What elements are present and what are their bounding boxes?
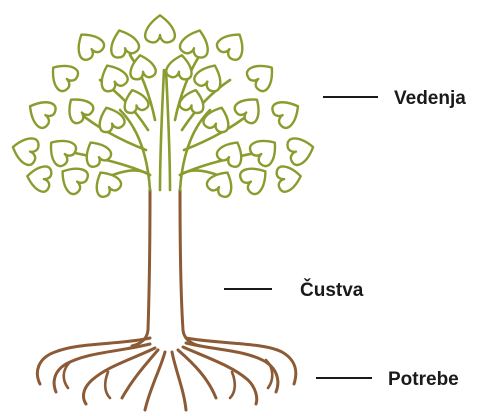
label-vedenja-text: Vedenja bbox=[394, 88, 466, 109]
leaf bbox=[270, 95, 305, 131]
label-potrebe-text: Potrebe bbox=[388, 369, 459, 390]
leaf bbox=[215, 136, 249, 169]
leaf bbox=[95, 60, 130, 94]
leaf bbox=[205, 166, 239, 199]
leaf bbox=[121, 87, 150, 114]
leaf bbox=[165, 53, 194, 80]
label-custva-text: Čustva bbox=[300, 279, 364, 301]
leaf bbox=[106, 26, 141, 59]
leaf bbox=[244, 57, 280, 93]
leaf bbox=[286, 134, 317, 166]
leaf bbox=[90, 166, 124, 199]
leaf bbox=[43, 132, 79, 168]
leaf bbox=[232, 91, 266, 125]
canopy bbox=[9, 15, 316, 199]
leaf bbox=[70, 27, 106, 63]
leaf bbox=[247, 132, 283, 168]
leaf bbox=[192, 60, 227, 94]
leaf bbox=[23, 95, 58, 131]
label-vedenja: Vedenja bbox=[323, 88, 466, 109]
label-potrebe: Potrebe bbox=[316, 369, 459, 390]
leaf bbox=[94, 103, 126, 134]
branches bbox=[70, 55, 260, 190]
roots bbox=[37, 338, 295, 410]
trunk bbox=[132, 190, 200, 346]
leaf bbox=[178, 26, 213, 59]
leaf bbox=[9, 134, 40, 166]
leaf bbox=[80, 136, 114, 169]
leaf bbox=[215, 27, 251, 63]
leaf bbox=[145, 15, 175, 42]
label-custva: Čustva bbox=[224, 279, 364, 301]
leaf bbox=[25, 164, 52, 193]
leaf bbox=[45, 57, 81, 93]
leaf bbox=[276, 164, 303, 193]
